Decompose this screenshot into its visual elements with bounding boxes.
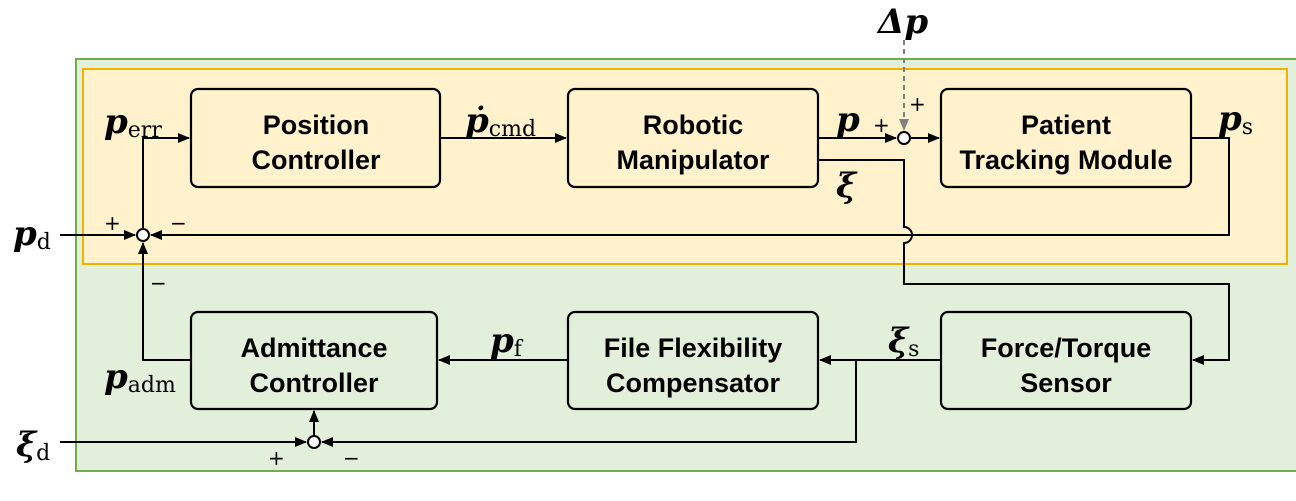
file-flexibility-block: File Flexibility Compensator	[566, 310, 820, 411]
block-label-line2: Tracking Module	[959, 145, 1172, 175]
label-xi-s: ξs	[888, 321, 919, 362]
block-label-line2: Manipulator	[617, 145, 770, 175]
sign-plus-delta: +	[909, 92, 926, 116]
sign-minus-xis: −	[343, 446, 360, 470]
sign-plus-xid: +	[268, 446, 285, 470]
robotic-manipulator-block: Robotic Manipulator	[566, 87, 820, 189]
label-p-s: ps	[1218, 99, 1253, 140]
block-label-line1: File Flexibility	[604, 333, 783, 363]
label-p-d: pd	[13, 214, 51, 255]
sign-plus-p: +	[873, 113, 890, 137]
summing-junction-tracking	[897, 131, 911, 145]
label-p-f: pf	[490, 321, 524, 362]
block-label-line1: Admittance	[240, 333, 387, 363]
block-label-line2: Sensor	[1020, 368, 1112, 398]
sign-minus-ps: −	[170, 211, 187, 235]
block-label-line2: Compensator	[606, 368, 781, 398]
block-label-line2: Controller	[249, 368, 378, 398]
patient-tracking-block: Patient Tracking Module	[939, 87, 1193, 189]
block-label-line1: Robotic	[643, 110, 744, 140]
block-label-line1: Position	[263, 110, 370, 140]
position-controller-block: Position Controller	[189, 87, 442, 189]
label-p-adm: padm	[104, 357, 176, 398]
label-xi: ξ	[836, 166, 858, 206]
block-label-line1: Force/Torque	[981, 333, 1152, 363]
admittance-controller-block: Admittance Controller	[189, 310, 439, 411]
label-p: p	[836, 100, 860, 140]
block-label-line1: Patient	[1021, 110, 1111, 140]
label-p-err: perr	[104, 102, 162, 143]
sign-minus-adm: −	[150, 271, 167, 295]
wires	[60, 40, 1230, 447]
block-label-line2: Controller	[251, 145, 380, 175]
summing-junction-error	[136, 228, 150, 242]
label-xi-d: ξd	[16, 425, 50, 466]
summing-junction-force	[307, 435, 321, 449]
label-delta-p: Δp	[876, 2, 928, 42]
sign-plus-pd: +	[104, 211, 121, 235]
label-p-cmd: ṗcmd	[465, 101, 536, 142]
force-torque-sensor-block: Force/Torque Sensor	[939, 310, 1193, 411]
